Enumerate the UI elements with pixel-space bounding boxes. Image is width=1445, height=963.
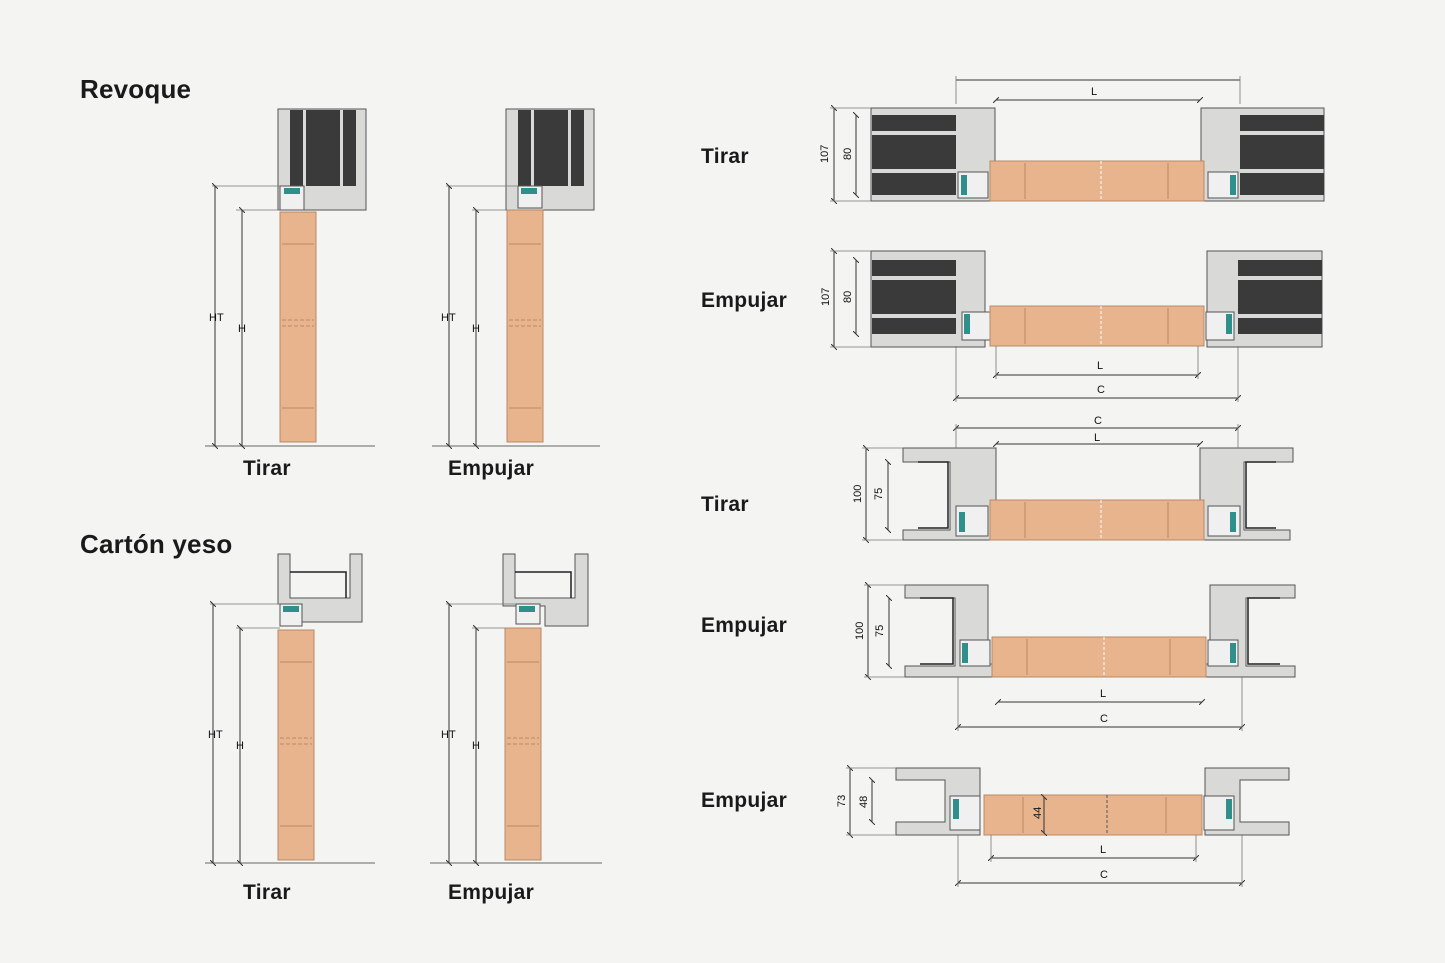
revoque-tirar-section: HT H	[205, 108, 375, 446]
dim-c-label: C	[1094, 415, 1102, 427]
dim-ht-label: HT	[441, 729, 456, 741]
section-title-carton-yeso: Cartón yeso	[80, 529, 233, 559]
dim-80-label: 80	[842, 291, 854, 303]
gasket	[521, 188, 537, 194]
door-leaf	[989, 305, 1205, 347]
brick-course	[534, 110, 568, 186]
dim-107-label: 107	[819, 145, 831, 163]
door-leaf	[989, 499, 1205, 541]
brick-course	[306, 110, 340, 186]
revoque-empujar-section: HT H	[432, 108, 600, 446]
dim-c-label: C	[1097, 384, 1105, 396]
carton-empujar-section: HT H	[430, 553, 602, 863]
brick-course	[343, 110, 356, 186]
dim-48-label: 48	[858, 796, 870, 808]
plan-carton-empujar: L C 100 75	[854, 585, 1296, 731]
door-leaf	[279, 211, 317, 443]
dim-75-label: 75	[873, 488, 885, 500]
gasket	[519, 606, 535, 612]
dim-l-label: L	[1100, 844, 1106, 856]
dim-107-label: 107	[820, 288, 832, 306]
dim-ht-label: HT	[209, 312, 224, 324]
dim-73-label: 73	[836, 795, 848, 807]
plan-revoque-empujar: L C 107 80	[820, 251, 1323, 402]
brick-course	[571, 110, 584, 186]
dim-l-label: L	[1097, 360, 1103, 372]
door-leaf	[989, 160, 1205, 202]
gasket	[283, 606, 299, 612]
dim-ht-label: HT	[208, 729, 223, 741]
dim-l-label: L	[1091, 86, 1097, 98]
dim-c-label: C	[1100, 713, 1108, 725]
plan-partition-empujar: 44 L C 73 48	[836, 768, 1290, 887]
dim-100-label: 100	[852, 485, 864, 503]
door-leaf	[983, 794, 1203, 836]
caption-revoque-empujar: Empujar	[448, 457, 535, 480]
dim-c-label: C	[1100, 869, 1108, 881]
brick-course	[518, 110, 531, 186]
dim-h-label: H	[472, 323, 480, 335]
dim-80-label: 80	[842, 148, 854, 160]
section-title-revoque: Revoque	[80, 74, 192, 104]
caption-plan-1: Tirar	[701, 145, 749, 168]
caption-plan-2: Empujar	[701, 289, 788, 312]
dim-l-label: L	[1094, 432, 1100, 444]
plan-carton-tirar: C L 100 75	[852, 415, 1294, 541]
plan-revoque-tirar: L 107 80	[819, 76, 1325, 202]
dim-100-label: 100	[854, 622, 866, 640]
door-leaf	[277, 629, 315, 861]
dim-h-label: H	[472, 740, 480, 752]
dim-44-label: 44	[1032, 807, 1044, 819]
caption-plan-3: Tirar	[701, 493, 749, 516]
dim-75-label: 75	[874, 625, 886, 637]
caption-plan-5: Empujar	[701, 789, 788, 812]
dim-l-label: L	[1100, 688, 1106, 700]
carton-tirar-section: HT H	[205, 553, 375, 863]
caption-plan-4: Empujar	[701, 614, 788, 637]
dim-h-label: H	[238, 323, 246, 335]
caption-revoque-tirar: Tirar	[243, 457, 291, 480]
door-leaf	[991, 636, 1207, 678]
gasket	[284, 188, 300, 194]
caption-carton-tirar: Tirar	[243, 881, 291, 904]
brick-course	[290, 110, 303, 186]
dim-h-label: H	[236, 740, 244, 752]
dim-ht-label: HT	[441, 312, 456, 324]
caption-carton-empujar: Empujar	[448, 881, 535, 904]
